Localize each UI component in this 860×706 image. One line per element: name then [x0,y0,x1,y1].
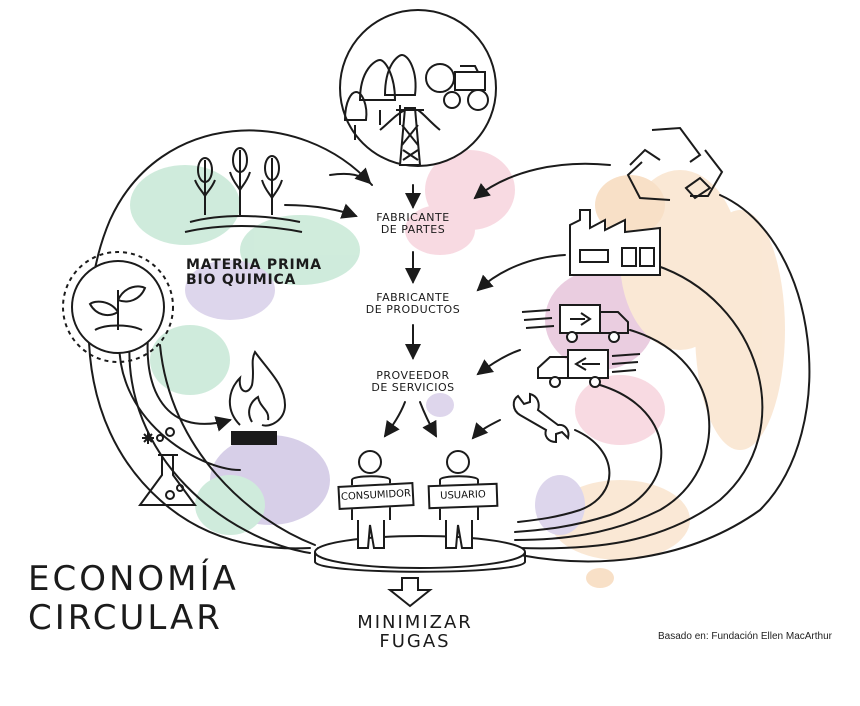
wheat-icon [184,147,303,233]
factory-icon [569,209,661,276]
page-title: ECONOMÍA CIRCULAR [28,559,328,639]
source-credit: Basado en: Fundación Ellen MacArthur [658,631,832,642]
minimizar-arrow [387,577,433,608]
fabricante-partes-label: FABRICANTE DE PARTES [363,212,463,235]
flame-icon [228,350,287,445]
title-line2: CIRCULAR [28,598,223,639]
usuario-label: USUARIO [439,489,486,502]
seedling-icon [62,251,174,363]
fabricante-partes-line2: DE PARTES [380,222,446,236]
minimizar-line2: FUGAS [379,630,451,652]
flask-icon [138,427,197,506]
title-line1: ECONOMÍA [28,559,239,599]
return-curve-4 [514,384,663,533]
return-curve-2 [519,264,764,550]
return-curve-5 [517,429,611,523]
minimizar-line1: MINIMIZAR [357,612,473,633]
materia-prima-line1: MATERIA PRIMA [186,257,322,273]
factory-return-arc [476,254,566,292]
usuario-sign: USUARIO [427,482,499,510]
platform-disc [314,535,526,573]
consumidor-sign: CONSUMIDOR [337,482,415,510]
proveedor-line2: DE SERVICIOS [371,380,455,394]
recycle-icon [626,126,724,201]
fabricante-productos-label: FABRICANTE DE PRODUCTOS [358,292,468,315]
consumidor-label: CONSUMIDOR [340,488,412,503]
truck-icon [521,304,641,388]
proveedor-line1: PROVEEDOR [376,369,450,382]
materia-prima-label: MATERIA PRIMA BIO QUIMICA [186,258,356,287]
recycle-return-arc [473,162,611,200]
forest-mine-icon [339,9,497,167]
fabricante-partes-line1: FABRICANTE [376,211,450,224]
materia-prima-line2: BIO QUIMICA [186,271,297,288]
fabricante-productos-line1: FABRICANTE [376,291,450,304]
wrench-icon [512,392,570,444]
fabricante-productos-line2: DE PRODUCTOS [365,302,461,316]
return-curve-1 [519,194,811,563]
proveedor-label: PROVEEDOR DE SERVICIOS [358,370,468,393]
truck-return-arc [476,349,521,376]
minimizar-fugas-label: MINIMIZAR FUGAS [345,612,485,652]
return-curve-3 [514,329,711,541]
